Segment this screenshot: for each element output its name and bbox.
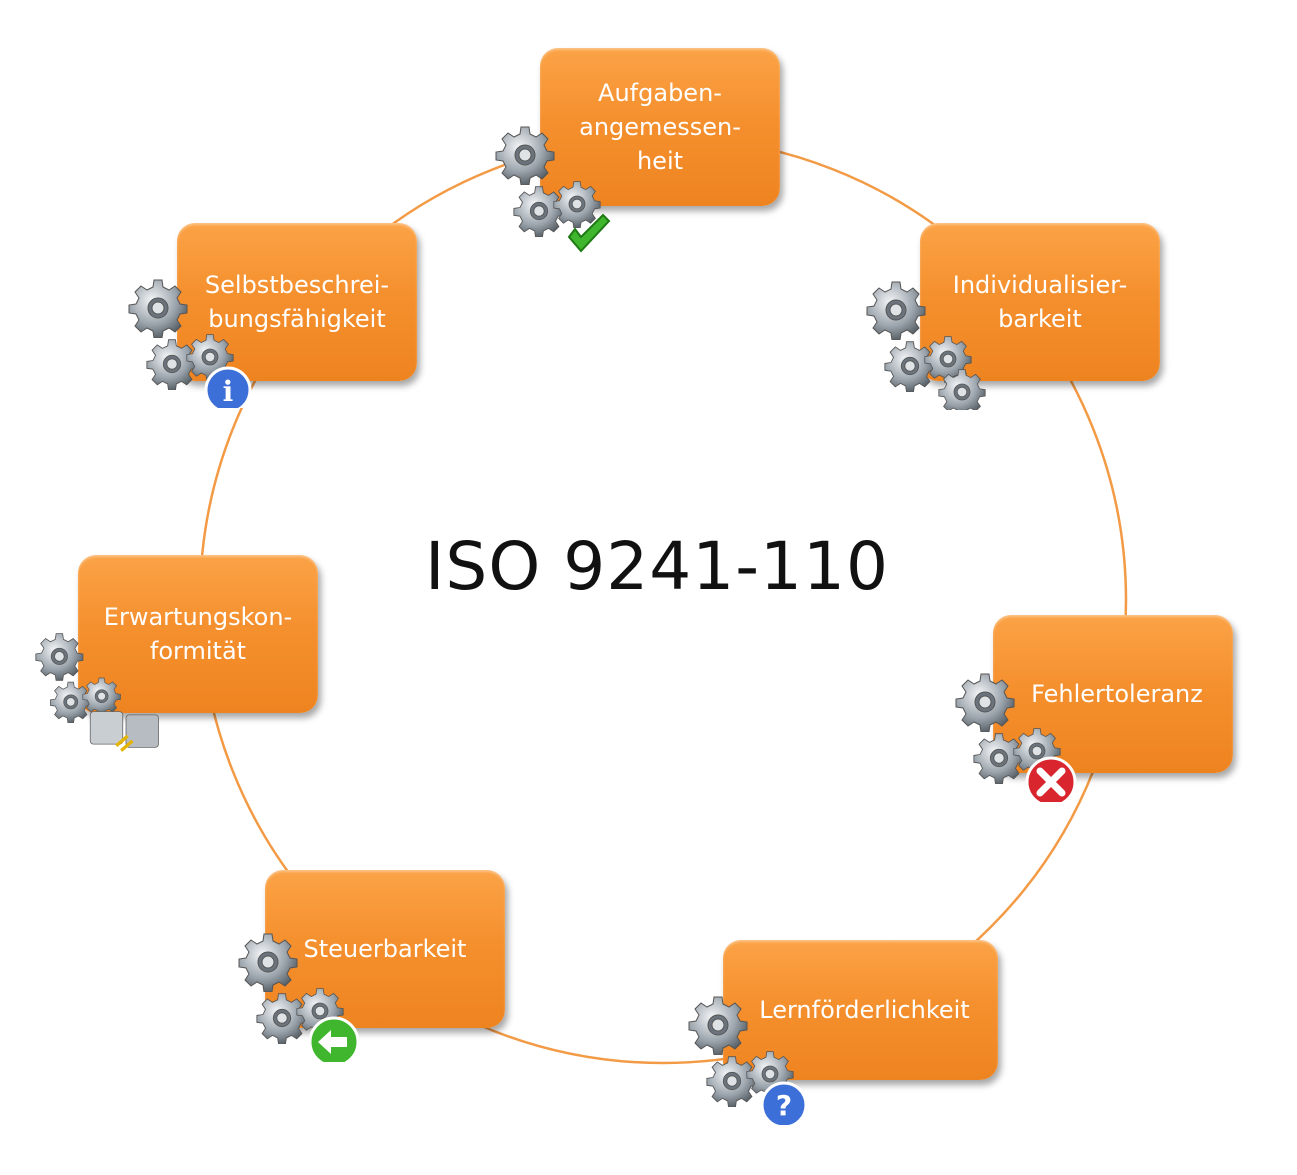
svg-text:?: ? [776,1089,792,1122]
principle-label: Individualisier- barkeit [952,271,1128,333]
principle-box-steuerbarkeit: Steuerbarkeit [265,870,505,1028]
gears-info-icon: i [128,279,252,408]
gears-checkmark-icon [495,126,611,253]
principle-label: Erwartungskon- formität [103,603,293,665]
principle-label: Selbstbeschrei- bungsfähigkeit [204,271,390,333]
principle-label: Fehlertoleranz [1031,680,1203,708]
gears-help-icon: ? [688,996,808,1125]
principle-label: Aufgaben- angemessen- heit [579,79,741,175]
gears-back-arrow-icon [238,933,360,1062]
principle-box-erwartungskonformitaet: Erwartungskon- formität [78,555,318,713]
principle-box-individualisierbarkeit: Individualisier- barkeit [920,223,1160,381]
svg-text:i: i [223,375,234,408]
principle-label: Steuerbarkeit [303,935,467,963]
principle-box-aufgabenangemessenheit: Aufgaben- angemessen- heit [540,48,780,206]
gears-error-icon [955,673,1077,802]
principle-label: Lernförderlichkeit [759,996,970,1024]
diagram-title: ISO 9241-110 [424,528,890,605]
principle-box-selbstbeschreibungsfaehigkeit: Selbstbeschrei- bungsfähigkeit [177,223,417,381]
gears-plug-icon [35,633,159,752]
gears-settings-icon [866,281,986,410]
